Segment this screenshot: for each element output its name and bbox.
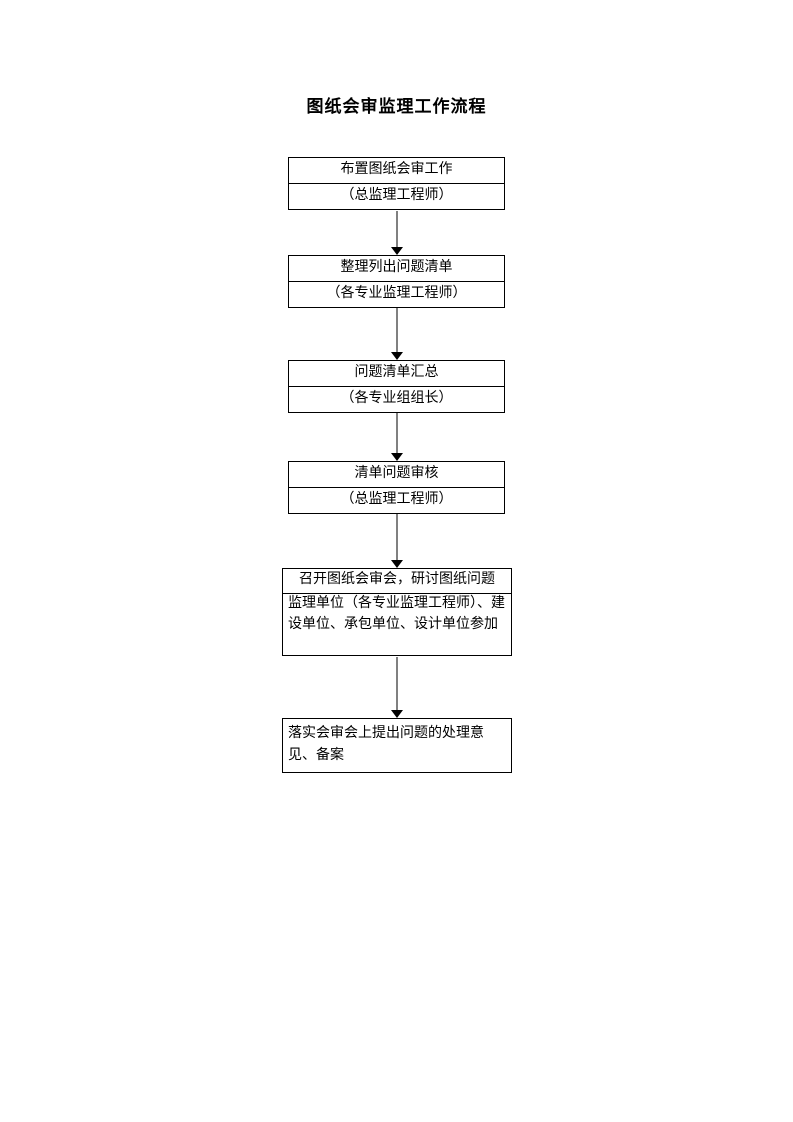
arrow-head-icon xyxy=(390,453,403,461)
node-actor: （各专业组组长） xyxy=(340,391,453,406)
flow-arrow-down-5 xyxy=(390,657,403,718)
node-actor: 监理单位（各专业监理工程师）、建设单位、承包单位、设计单位参加 xyxy=(288,596,505,632)
flow-node-arrange-drawing-review: 布置图纸会审工作 （总监理工程师） xyxy=(288,157,505,210)
page-title: 图纸会审监理工作流程 xyxy=(306,97,487,117)
flow-node-review-issue-list: 清单问题审核 （总监理工程师） xyxy=(288,461,505,514)
arrow-head-icon xyxy=(390,247,403,255)
flow-node-list-issues: 整理列出问题清单 （各专业监理工程师） xyxy=(288,255,505,308)
flow-arrow-down-3 xyxy=(390,413,403,461)
arrow-line xyxy=(395,657,398,711)
arrow-line xyxy=(395,514,398,561)
flow-node-summarize-issue-list: 问题清单汇总 （各专业组组长） xyxy=(288,360,505,413)
node-label: 问题清单汇总 xyxy=(289,361,504,387)
node-label: 落实会审会上提出问题的处理意见、备案 xyxy=(288,726,484,763)
node-actor: （各专业监理工程师） xyxy=(326,286,467,301)
node-label: 整理列出问题清单 xyxy=(289,256,504,282)
flow-node-implement-resolutions: 落实会审会上提出问题的处理意见、备案 xyxy=(282,718,512,773)
node-label: 布置图纸会审工作 xyxy=(289,158,504,184)
flow-arrow-down-2 xyxy=(390,308,403,360)
arrow-head-icon xyxy=(390,710,403,718)
arrow-line xyxy=(395,308,398,353)
flow-arrow-down-4 xyxy=(390,514,403,568)
arrow-line xyxy=(395,211,398,248)
node-label: 召开图纸会审会，研讨图纸问题 xyxy=(283,569,511,594)
flow-node-hold-review-meeting: 召开图纸会审会，研讨图纸问题 监理单位（各专业监理工程师）、建设单位、承包单位、… xyxy=(282,568,512,656)
flow-arrow-down-1 xyxy=(390,211,403,255)
arrow-head-icon xyxy=(390,560,403,568)
node-actor: （总监理工程师） xyxy=(340,188,453,203)
arrow-line xyxy=(395,413,398,454)
arrow-head-icon xyxy=(390,352,403,360)
node-label: 清单问题审核 xyxy=(289,462,504,488)
node-actor: （总监理工程师） xyxy=(340,492,453,507)
